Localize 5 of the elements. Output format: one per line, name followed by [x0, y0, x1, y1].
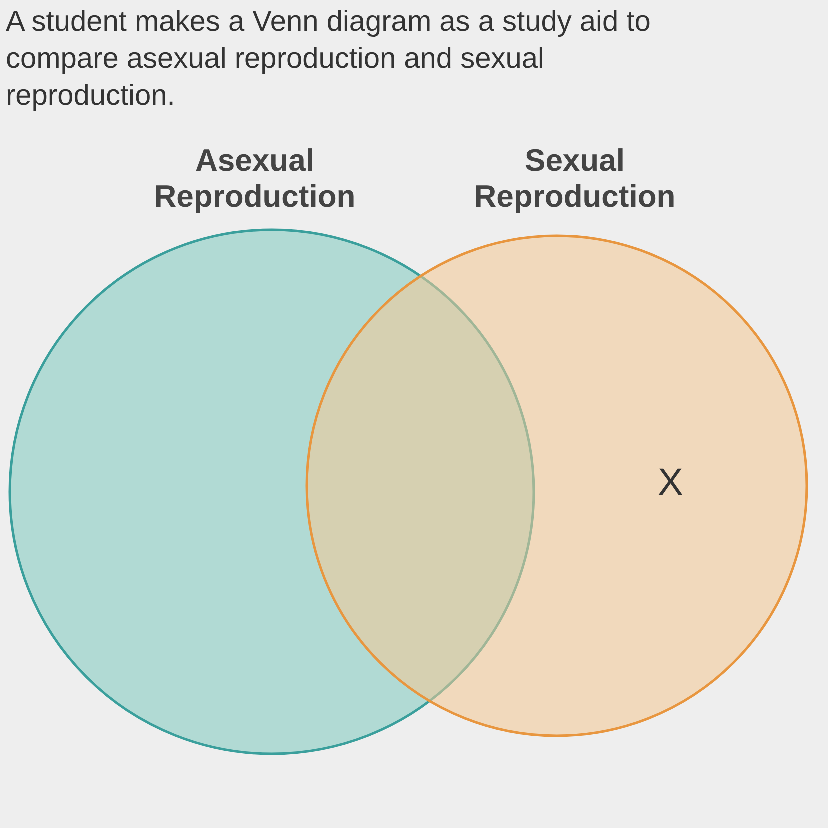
venn-circle: [306, 234, 808, 738]
question-text: A student makes a Venn diagram as a study aid to compare asexual reproduction and sexual reproduction.: [6, 5, 652, 114]
region-mark: X: [658, 462, 684, 505]
circle-heading: Asexual Reproduction: [153, 143, 357, 215]
circle-heading: Sexual Reproduction: [473, 143, 677, 215]
